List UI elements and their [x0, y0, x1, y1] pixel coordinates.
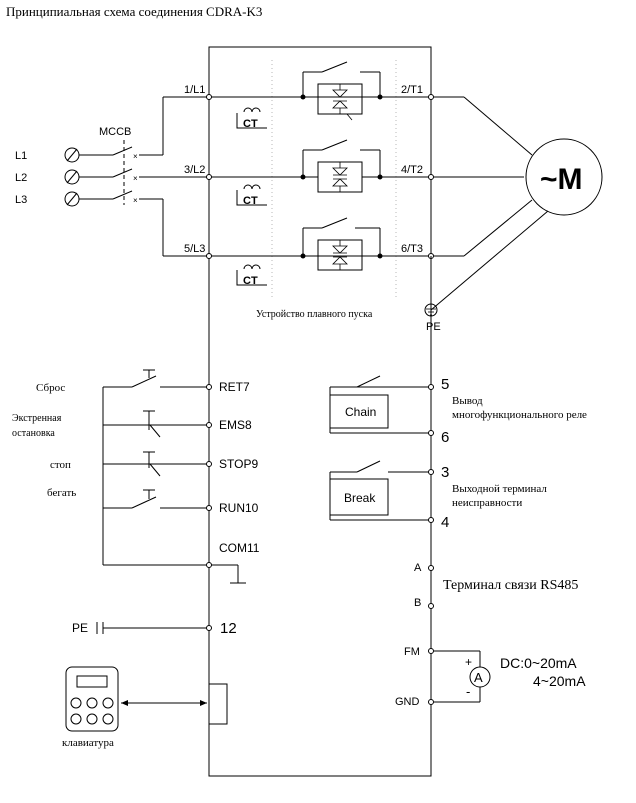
break-label: Break	[344, 491, 376, 505]
chain-box	[329, 394, 389, 429]
control-inputs: Сброс Экстренная остановка стоп бегать	[12, 369, 246, 584]
terminal-a: A	[414, 562, 422, 574]
thyristor-module-1	[300, 61, 383, 121]
pe-ground: PE	[424, 256, 441, 333]
chain-label: Chain	[345, 405, 376, 419]
relay2-desc-2: неисправности	[452, 497, 522, 509]
diagram-title: Принципиальная схема соединения CDRA-K3	[6, 4, 262, 19]
ammeter-label: A	[474, 670, 483, 685]
pe-terminal-label: PE	[72, 621, 88, 635]
thyristor-module-3	[300, 217, 383, 271]
ct-sensor-1: CT	[236, 107, 267, 130]
terminal-1-l1: 1/L1	[184, 84, 205, 96]
dc-range-2: 4~20mA	[533, 673, 586, 689]
svg-text:×: ×	[133, 174, 138, 183]
terminal-fm: FM	[404, 646, 420, 658]
relay-chain: Chain 5 6 Вывод многофункционального рел…	[329, 375, 587, 446]
relay1-desc-1: Вывод	[452, 395, 483, 407]
emergency-label-2: остановка	[12, 428, 55, 439]
motor: ~M	[430, 96, 603, 311]
ct-label-2: CT	[243, 195, 258, 207]
terminal-ret7: RET7	[219, 380, 250, 394]
relay1-desc-2: многофункционального реле	[452, 409, 587, 421]
terminal-run10: RUN10	[219, 501, 259, 515]
terminal-5-l3: 5/L3	[184, 243, 205, 255]
control-terminals: RET7 EMS8 STOP9 RUN10 COM11	[206, 380, 260, 568]
motor-label: ~M	[540, 163, 583, 196]
terminal-gnd: GND	[395, 696, 420, 708]
terminal-b: B	[414, 597, 421, 609]
dc-range-1: DC:0~20mA	[500, 655, 577, 671]
terminal-3-l2: 3/L2	[184, 164, 205, 176]
reset-label: Сброс	[36, 382, 65, 394]
ct-sensor-2: CT	[236, 184, 267, 207]
plus-sign: +	[465, 655, 472, 669]
terminal-4-t2: 4/T2	[401, 164, 423, 176]
rs485-desc: Терминал связи RS485	[443, 578, 578, 593]
terminal-stop9: STOP9	[219, 457, 258, 471]
keypad: клавиатура	[62, 666, 228, 749]
svg-text:×: ×	[133, 196, 138, 205]
soft-starter-box	[208, 46, 432, 777]
ct-label-3: CT	[243, 275, 258, 287]
thyristor-module-2	[300, 139, 383, 193]
relay2-desc-1: Выходной терминал	[452, 483, 547, 495]
power-phases	[209, 96, 431, 257]
relay-4: 4	[441, 514, 449, 531]
minus-sign: -	[466, 684, 470, 699]
terminal-ems8: EMS8	[219, 418, 252, 432]
relay-3: 3	[441, 464, 449, 481]
input-label-l2: L2	[15, 172, 27, 184]
pe-label: PE	[426, 321, 441, 333]
device-name: Устройство плавного пуска	[256, 309, 373, 320]
rs485-terminals: A B Терминал связи RS485	[414, 562, 578, 609]
terminal-12-group: PE 12	[72, 620, 237, 637]
emergency-label-1: Экстренная	[12, 413, 62, 424]
ct-label-1: CT	[243, 118, 258, 130]
mccb-label: MCCB	[99, 126, 131, 138]
motor-circle	[525, 138, 603, 216]
terminal-6-t3: 6/T3	[401, 243, 423, 255]
ct-sensor-3: CT	[236, 264, 267, 287]
relay-5: 5	[441, 376, 449, 393]
terminal-com11: COM11	[219, 541, 260, 555]
stop-label: стоп	[50, 459, 71, 471]
break-box	[329, 478, 389, 516]
run-label: бегать	[47, 487, 76, 499]
keypad-label: клавиатура	[62, 737, 114, 749]
relay-6: 6	[441, 429, 449, 446]
mccb-breaker: MCCB L1 L2 L3 × × ×	[15, 96, 209, 257]
relay-break: Break 3 4 Выходной терминал неисправност…	[329, 460, 547, 531]
input-label-l3: L3	[15, 194, 27, 206]
terminal-2-t1: 2/T1	[401, 84, 423, 96]
svg-text:×: ×	[133, 152, 138, 161]
input-label-l1: L1	[15, 150, 27, 162]
terminal-12: 12	[220, 620, 237, 637]
fm-output: FM GND A + - DC:0~20mA 4~20mA	[395, 646, 586, 708]
